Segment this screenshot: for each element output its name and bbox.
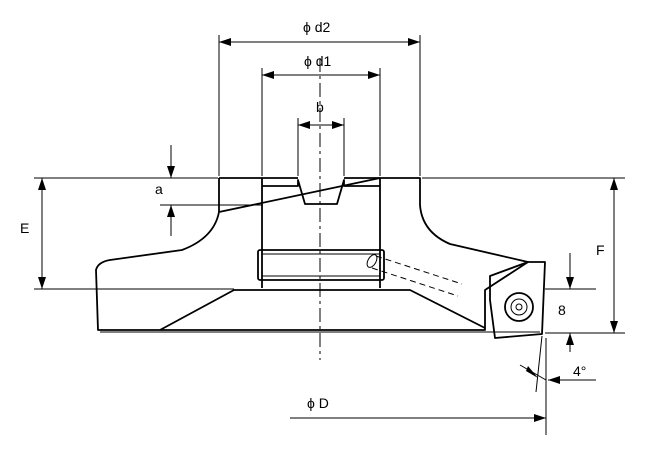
angle-label: 4° [573,363,586,379]
dimension-d1: ϕ d1 [261,53,381,176]
coolant-passage [371,255,463,297]
b-label: b [316,99,324,115]
torx-screw-inner [510,298,528,316]
keyway [262,179,380,205]
dimension-angle: 4° [519,335,596,435]
E-label: E [20,220,29,236]
D-label: ϕ D [307,395,329,411]
a-label: a [155,181,163,197]
d2-label: ϕ d2 [303,19,331,35]
F-label: F [596,242,605,258]
eight-label: 8 [558,302,566,318]
dimension-b: b [297,99,345,176]
dimension-D: ϕ D [290,395,546,422]
dimension-d2: ϕ d2 [218,19,421,176]
insert-pocket [489,261,546,339]
d1-label: ϕ d1 [304,53,332,69]
insert-body [489,261,546,339]
dimension-F: F [422,177,625,334]
coolant-hole [366,254,378,268]
dimension-a: a [155,145,262,236]
bore-groove-inner [262,253,380,277]
dimension-8: 8 [545,253,596,352]
dimension-E: E [20,177,234,290]
torx-screw-center [515,303,523,311]
cutter-body [95,177,540,333]
torx-screw-outer [504,292,534,322]
body-outline [95,177,529,331]
hub-bore [257,177,385,288]
bottom-chamfer [159,289,486,331]
bore-groove [257,249,385,281]
